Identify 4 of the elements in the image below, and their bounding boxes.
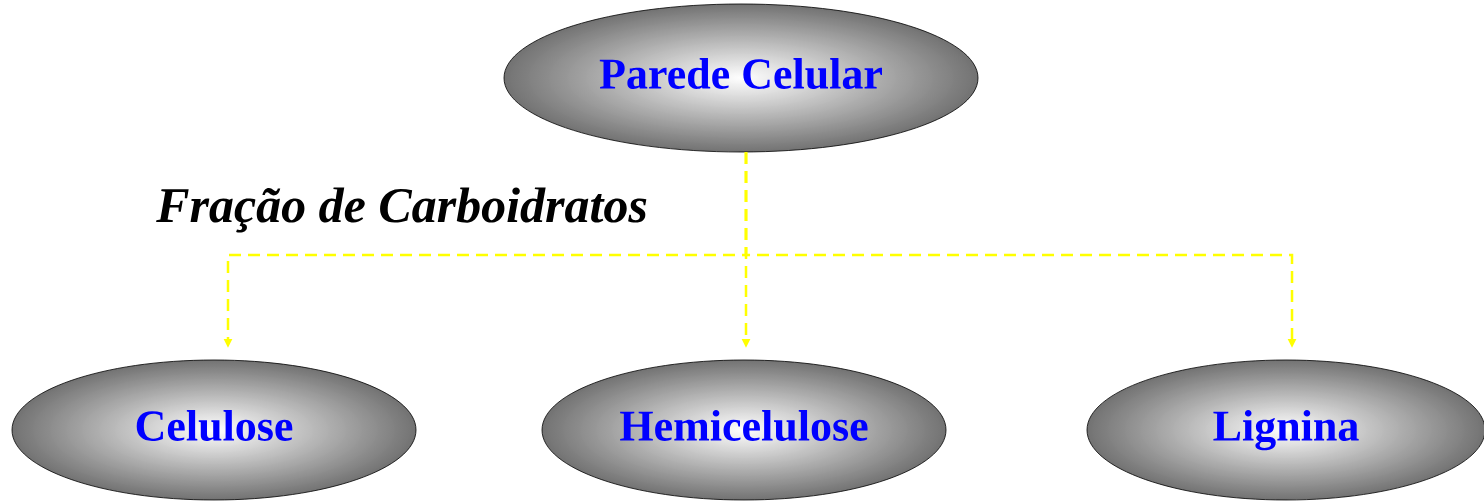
section-label: Fração de Carboidratos (156, 187, 647, 233)
ellipse-node: Celulose (11, 359, 417, 501)
ellipse-node: Hemicelulose (541, 359, 947, 501)
ellipse-node: Parede Celular (503, 3, 979, 153)
